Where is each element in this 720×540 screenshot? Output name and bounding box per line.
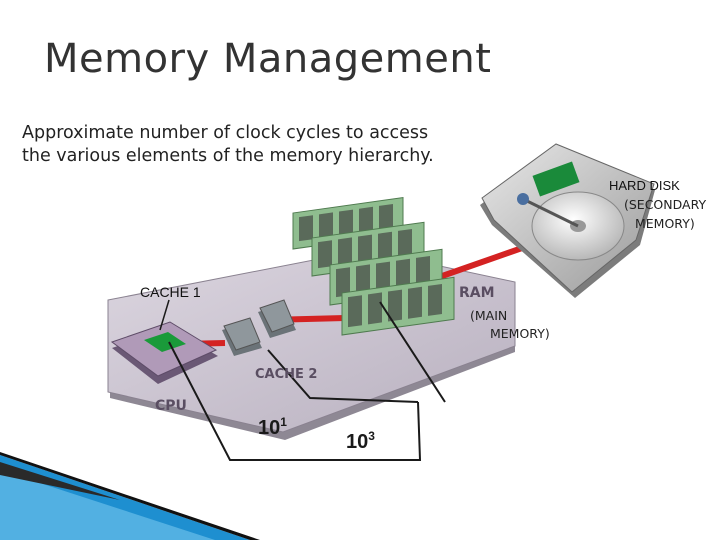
subtitle-line-1: Approximate number of clock cycles to ac… (22, 123, 429, 143)
ram-module (341, 276, 455, 336)
cache-cycles-base: 10 (258, 417, 280, 439)
cache-cycles-exponent: 1 (280, 415, 287, 429)
cache-cycles-label: 101 (258, 415, 287, 439)
cache2-chips (222, 299, 296, 356)
secondary-memory-label-1: (SECONDARY (624, 197, 706, 212)
ram-modules (292, 196, 455, 336)
main-memory-label-1: (MAIN (470, 308, 507, 323)
subtitle-line-2: the various elements of the memory hiera… (22, 146, 434, 166)
slide-subtitle: Approximate number of clock cycles to ac… (22, 122, 434, 168)
cache1-label: CACHE 1 (140, 284, 201, 300)
ram-cycles-exponent: 3 (368, 429, 375, 443)
ram-cycles-label: 103 (346, 429, 375, 453)
cpu-label: CPU (155, 398, 187, 414)
ram-cycles-base: 10 (346, 431, 368, 453)
hard-disk (480, 143, 655, 298)
secondary-memory-label-2: MEMORY) (635, 216, 695, 231)
slide-title: Memory Management (44, 36, 492, 82)
cycle-brackets (159, 299, 446, 461)
cache2-label: CACHE 2 (255, 367, 317, 382)
cpu-chip (110, 321, 218, 384)
ram-label: RAM (459, 285, 495, 301)
hard-disk-label: HARD DISK (609, 178, 680, 193)
main-memory-label-2: MEMORY) (490, 326, 550, 341)
